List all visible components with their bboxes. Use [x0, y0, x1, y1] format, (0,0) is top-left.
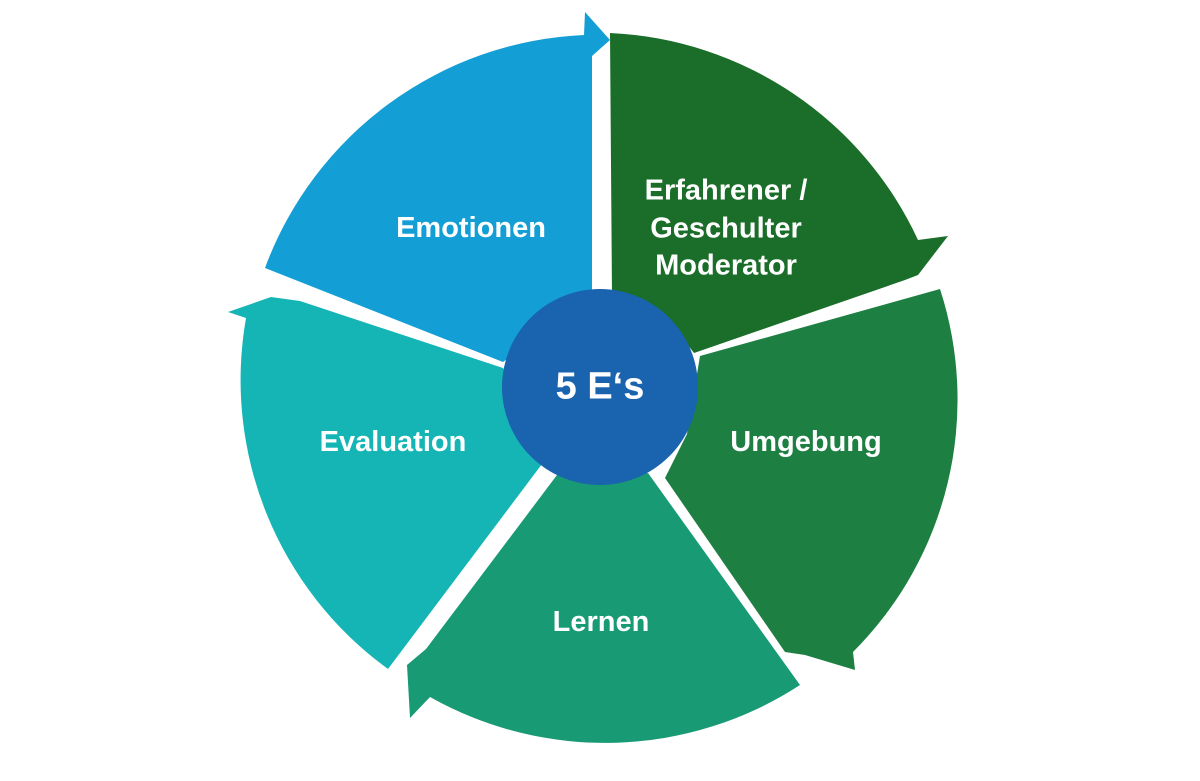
- segment-lernen: [407, 471, 800, 743]
- segment-moderator: [610, 33, 948, 353]
- center-circle: [502, 289, 698, 485]
- segment-emotionen: [265, 12, 610, 362]
- segment-umgebung: [665, 289, 958, 670]
- segment-evaluation: [228, 297, 545, 669]
